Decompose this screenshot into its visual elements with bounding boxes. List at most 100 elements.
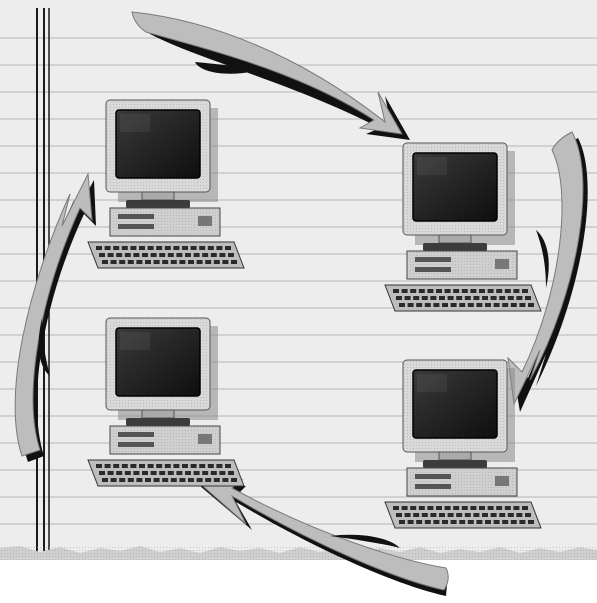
keyboard-key [119, 478, 125, 482]
screen-glare [417, 374, 447, 392]
drive-bay-1 [118, 432, 154, 437]
keyboard-key [176, 253, 182, 257]
power-button [495, 259, 509, 269]
keyboard-key [488, 289, 494, 293]
keyboard-key [96, 246, 102, 250]
keyboard-key [159, 471, 165, 475]
keyboard-key [145, 478, 151, 482]
keyboard-key [154, 260, 160, 264]
keyboard-key [482, 513, 488, 517]
keyboard-key [171, 260, 177, 264]
keyboard-key [105, 464, 111, 468]
screen-glare [417, 157, 447, 175]
keyboard-key [473, 296, 479, 300]
keyboard-key [162, 478, 168, 482]
keyboard-key [148, 464, 154, 468]
keyboard-key [519, 303, 525, 307]
keyboard-key [139, 464, 145, 468]
keyboard-key [525, 296, 531, 300]
keyboard-key [136, 260, 142, 264]
keyboard-key [442, 303, 448, 307]
keyboard-key [479, 289, 485, 293]
monitor-base [126, 200, 190, 208]
keyboard-key [499, 296, 505, 300]
monitor-neck [142, 192, 174, 200]
screen-glare [120, 332, 150, 350]
keyboard-key [208, 246, 214, 250]
monitor-base [126, 418, 190, 426]
keyboard-key [430, 513, 436, 517]
keyboard-key [219, 253, 225, 257]
keyboard-key [111, 478, 117, 482]
keyboard-key [171, 478, 177, 482]
drive-bay-2 [118, 442, 154, 447]
keyboard-key [525, 513, 531, 517]
keyboard-key [130, 246, 136, 250]
keyboard-key [436, 506, 442, 510]
keyboard-key [453, 506, 459, 510]
keyboard-key [459, 520, 465, 524]
keyboard-key [494, 520, 500, 524]
drive-bay-2 [415, 267, 451, 272]
keyboard-key [470, 506, 476, 510]
keyboard-key [408, 303, 414, 307]
keyboard-key [516, 513, 522, 517]
keyboard-key [393, 506, 399, 510]
keyboard-key [433, 520, 439, 524]
keyboard-key [222, 260, 228, 264]
drive-bay-1 [415, 474, 451, 479]
keyboard-key [165, 246, 171, 250]
keyboard-key [231, 260, 237, 264]
keyboard-key [425, 303, 431, 307]
keyboard-key [182, 246, 188, 250]
keyboard-key [148, 246, 154, 250]
keyboard-key [476, 303, 482, 307]
drive-bay-2 [415, 484, 451, 489]
keyboard-key [122, 464, 128, 468]
keyboard-key [393, 289, 399, 293]
power-button [198, 434, 212, 444]
keyboard-key [228, 471, 234, 475]
keyboard-key [111, 260, 117, 264]
keyboard-key [528, 303, 534, 307]
monitor-neck [142, 410, 174, 418]
keyboard-key [410, 506, 416, 510]
keyboard-key [459, 303, 465, 307]
keyboard-key [225, 246, 231, 250]
keyboard-key [231, 478, 237, 482]
keyboard-key [519, 520, 525, 524]
keyboard-key [470, 289, 476, 293]
keyboard-key [105, 246, 111, 250]
keyboard-key [445, 289, 451, 293]
keyboard-key [522, 506, 528, 510]
keyboard-key [502, 520, 508, 524]
keyboard-key [142, 471, 148, 475]
keyboard-key [133, 471, 139, 475]
torn-edge-grain [0, 546, 597, 560]
keyboard-key [168, 253, 174, 257]
keyboard-key [508, 296, 514, 300]
keyboard-key [202, 253, 208, 257]
keyboard-key [228, 253, 234, 257]
keyboard-key [445, 506, 451, 510]
keyboard-key [473, 513, 479, 517]
keyboard-key [142, 253, 148, 257]
keyboard-key [179, 478, 185, 482]
keyboard-key [145, 260, 151, 264]
keyboard-key [462, 506, 468, 510]
keyboard-key [528, 520, 534, 524]
keyboard-key [219, 471, 225, 475]
keyboard-key [96, 464, 102, 468]
keyboard-key [451, 520, 457, 524]
keyboard-key [465, 296, 471, 300]
keyboard-key [462, 289, 468, 293]
keyboard-key [491, 296, 497, 300]
keyboard-key [185, 471, 191, 475]
keyboard-key [99, 471, 105, 475]
keyboard-key [502, 303, 508, 307]
keyboard-key [419, 289, 425, 293]
keyboard-key [430, 296, 436, 300]
keyboard-key [425, 520, 431, 524]
